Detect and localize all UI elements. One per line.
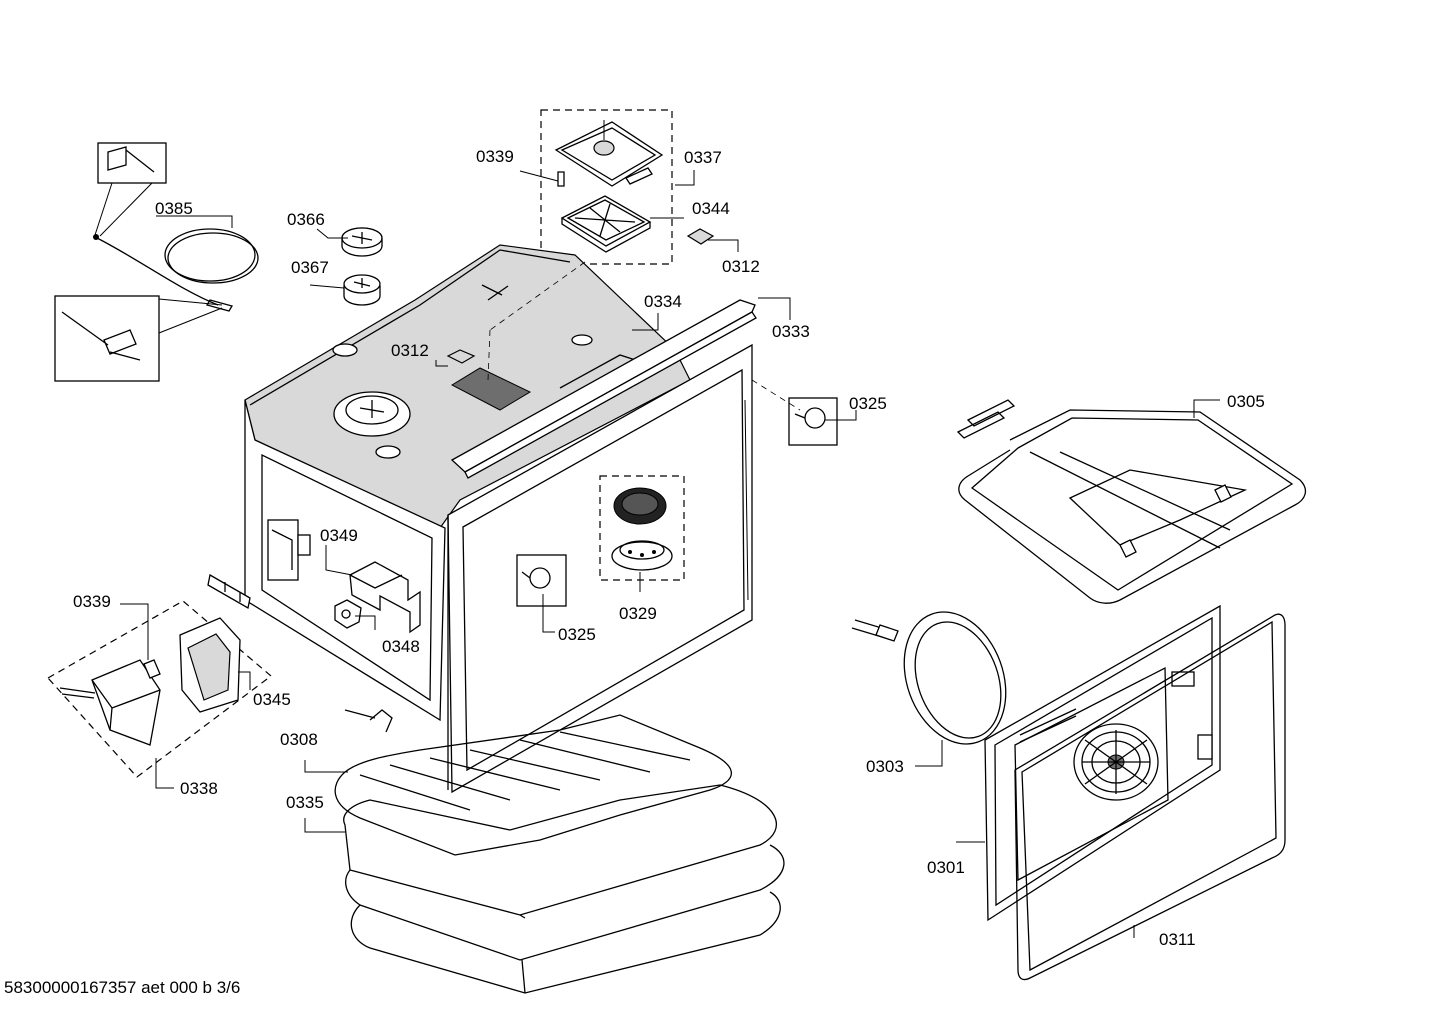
oven-muffle — [207, 244, 757, 794]
lamp-cover-0325-center — [516, 554, 567, 607]
callout-0344: 0344 — [692, 199, 730, 218]
door-seal-0311 — [1014, 613, 1286, 981]
thermostat-assembly-0338 — [47, 600, 272, 778]
callout-0366: 0366 — [287, 210, 325, 229]
sensor-0348 — [334, 599, 362, 629]
cable-assembly-0385 — [54, 142, 259, 382]
callout-0312-center: 0312 — [391, 341, 429, 360]
callout-0367: 0367 — [291, 258, 329, 277]
callout-labels: 0385 0366 0367 0339 0337 0344 0312 0334 … — [73, 147, 1265, 949]
insulation-0335 — [343, 784, 785, 994]
callout-0338: 0338 — [180, 779, 218, 798]
callout-0308: 0308 — [280, 730, 318, 749]
clip-part-0312-right — [686, 228, 715, 245]
callout-0312-right: 0312 — [722, 257, 760, 276]
grill-heater-0305 — [956, 399, 1307, 604]
clip-part-0312-center — [446, 349, 476, 364]
callout-0333: 0333 — [772, 322, 810, 341]
back-panel-0301 — [984, 604, 1221, 922]
callout-0301: 0301 — [927, 858, 965, 877]
leader-lines — [120, 170, 1220, 938]
callout-0303: 0303 — [866, 757, 904, 776]
callout-0348: 0348 — [382, 637, 420, 656]
knob-cap-0367 — [343, 274, 381, 306]
ring-heater-0303 — [851, 611, 1007, 745]
document-code-footer: 58300000167357 aet 000 b 3/6 — [4, 978, 241, 997]
knob-cap-0366 — [341, 227, 383, 257]
callout-0345: 0345 — [253, 690, 291, 709]
callout-0385: 0385 — [155, 199, 193, 218]
lamp-cover-0325-right — [751, 379, 838, 446]
callout-0305: 0305 — [1227, 392, 1265, 411]
callout-0349: 0349 — [320, 526, 358, 545]
lamp-assembly-group — [540, 109, 673, 265]
callout-0339-top: 0339 — [476, 147, 514, 166]
fan-assembly-0329 — [599, 475, 685, 581]
callout-0325-right: 0325 — [849, 394, 887, 413]
callout-0335: 0335 — [286, 793, 324, 812]
bottom-heater-0308 — [334, 709, 732, 856]
callout-0311: 0311 — [1159, 930, 1196, 949]
bracket-0349 — [349, 561, 421, 634]
callout-0339-left: 0339 — [73, 592, 111, 611]
callout-0325-center: 0325 — [558, 625, 596, 644]
callout-0337: 0337 — [684, 148, 722, 167]
callout-0334: 0334 — [644, 292, 682, 311]
callout-0329: 0329 — [619, 604, 657, 623]
